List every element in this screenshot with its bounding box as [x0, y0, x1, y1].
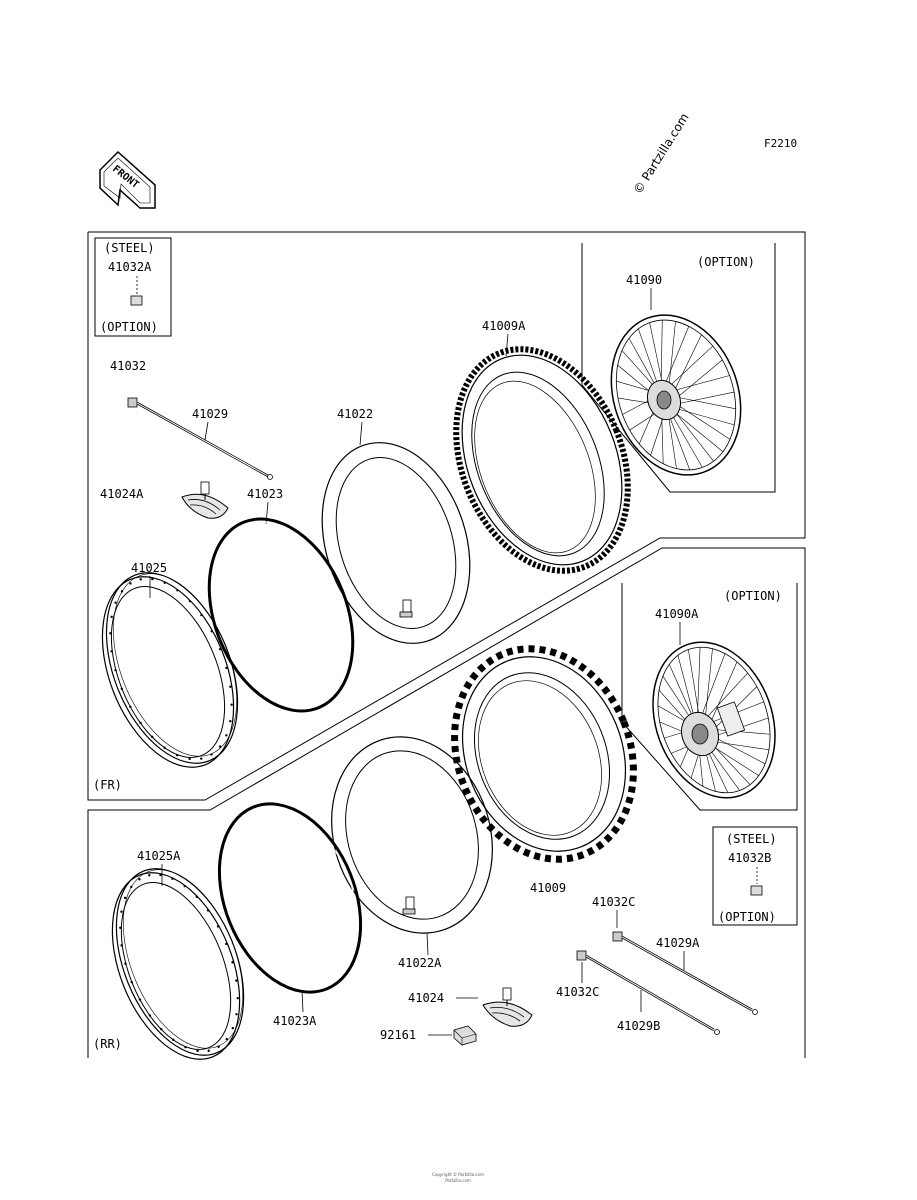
front-option-label: (OPTION) — [697, 255, 755, 269]
rear-option-label: (OPTION) — [724, 589, 782, 603]
spoke-41029 — [136, 401, 273, 480]
front-arrow-icon: FRONT — [99, 150, 156, 209]
label-41032C-bottom: 41032C — [556, 985, 599, 999]
label-41090A: 41090A — [655, 607, 699, 621]
steel-box-front-part: 41032A — [108, 260, 152, 274]
front-tire-41009A — [453, 346, 631, 574]
valve-nut-icon — [750, 885, 763, 896]
nipple-nut-icon — [127, 397, 138, 408]
label-41009: 41009 — [530, 881, 566, 895]
rear-tire-41009 — [451, 645, 637, 863]
front-wheel-41090 — [610, 314, 742, 476]
footer-copyright-line-1: Copyright © Partzilla.com — [432, 1172, 484, 1177]
front-section-label: (FR) — [93, 778, 122, 792]
label-41032C-top: 41032C — [592, 895, 635, 909]
steel-box-front-note: (OPTION) — [100, 320, 158, 334]
label-41029B: 41029B — [617, 1019, 660, 1033]
rim-41025A — [111, 868, 245, 1060]
copyright-watermark: © Partzilla.com — [631, 111, 692, 197]
tube-41022 — [321, 442, 471, 644]
label-41022: 41022 — [337, 407, 373, 421]
label-41024A: 41024A — [100, 487, 144, 501]
front-option-box: (OPTION) — [581, 243, 776, 493]
rear-wheel-41090A — [652, 641, 776, 799]
steel-box-front-title: (STEEL) — [104, 241, 155, 255]
front-section-frame — [87, 231, 806, 801]
steel-box-front: (STEEL) 41032A (OPTION) — [94, 237, 172, 337]
rubber-block-92161 — [453, 1025, 477, 1046]
rear-section-frame — [87, 547, 806, 1058]
rim-lock-41024 — [482, 987, 533, 1027]
label-41032: 41032 — [110, 359, 146, 373]
label-41009A: 41009A — [482, 319, 526, 333]
figure-code: F2210 — [764, 137, 797, 150]
label-41090: 41090 — [626, 273, 662, 287]
label-41025A: 41025A — [137, 849, 181, 863]
steel-box-rear: (STEEL) 41032B (OPTION) — [712, 826, 798, 926]
rear-option-box: (OPTION) — [621, 583, 798, 811]
rear-section-label: (RR) — [93, 1037, 122, 1051]
label-41029A: 41029A — [656, 936, 700, 950]
nipple-nut-icon — [612, 931, 623, 942]
spoke-41029B — [585, 954, 720, 1035]
label-41024: 41024 — [408, 991, 444, 1005]
rim-41025 — [101, 572, 239, 768]
rim-lock-41024A — [181, 481, 229, 519]
label-41023: 41023 — [247, 487, 283, 501]
steel-box-rear-note: (OPTION) — [718, 910, 776, 924]
rim-band-41023 — [207, 517, 355, 713]
nipple-nut-icon — [576, 950, 587, 961]
footer-copyright-line-2: Partzilla.com — [445, 1178, 471, 1183]
label-41023A: 41023A — [273, 1014, 317, 1028]
steel-box-rear-part: 41032B — [728, 851, 771, 865]
tube-41022A — [331, 736, 493, 934]
spoke-41029A — [621, 935, 758, 1015]
label-41022A: 41022A — [398, 956, 442, 970]
label-41025: 41025 — [131, 561, 167, 575]
label-41029: 41029 — [192, 407, 228, 421]
rim-band-41023A — [217, 802, 363, 994]
steel-box-rear-title: (STEEL) — [726, 832, 777, 846]
valve-nut-icon — [130, 295, 143, 306]
label-92161: 92161 — [380, 1028, 416, 1042]
